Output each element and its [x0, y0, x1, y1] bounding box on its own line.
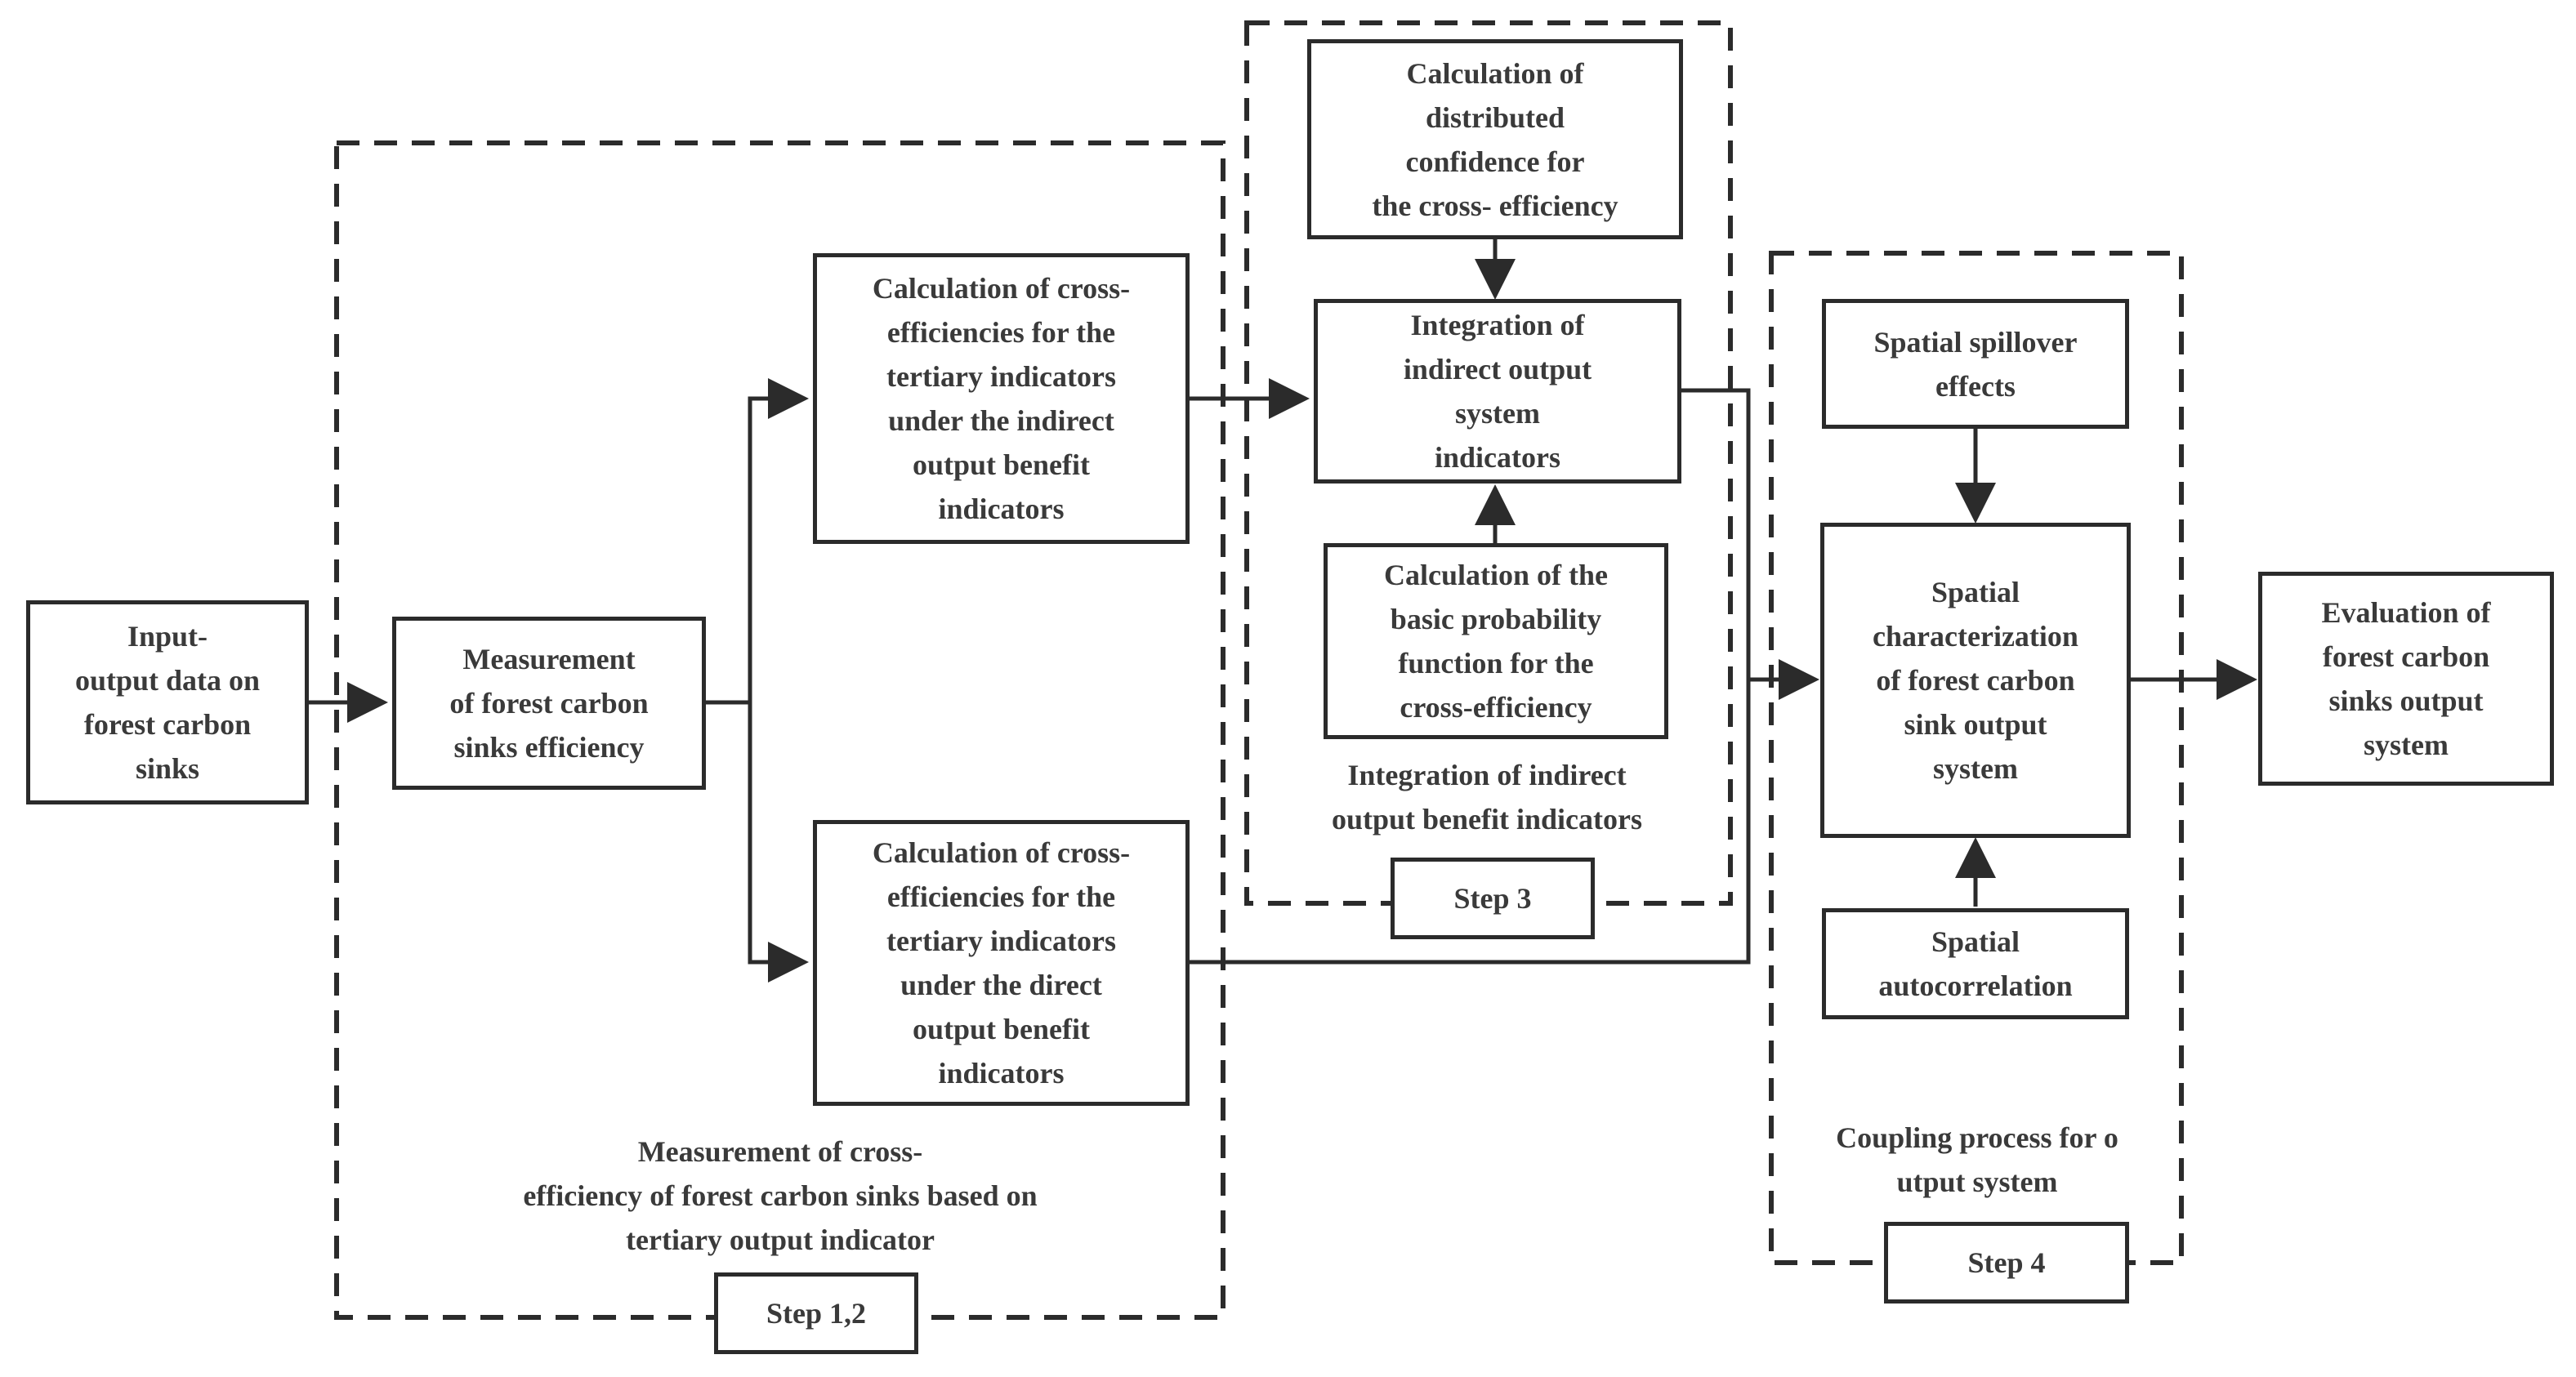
- spillover-label: Spatial spillover effects: [1873, 325, 2078, 403]
- step-4-label: Step 4: [1967, 1246, 2046, 1279]
- integration-box: Integration of indirect output system in…: [1314, 299, 1681, 484]
- cross-indirect-label: Calculation of cross- efficiencies for t…: [872, 272, 1131, 525]
- input-data-box: Input- output data on forest carbon sink…: [26, 600, 309, 804]
- spillover-box: Spatial spillover effects: [1822, 299, 2129, 429]
- step-3-caption: Integration of indirect output benefit i…: [1331, 759, 1643, 836]
- step-3-label-box: Step 3: [1391, 858, 1595, 939]
- cross-direct-label: Calculation of cross- efficiencies for t…: [872, 836, 1131, 1090]
- arrow-integration-to-spatial: [1681, 388, 1819, 700]
- autocorrelation-label: Spatial autocorrelation: [1878, 925, 2073, 1002]
- evaluation-label: Evaluation of forest carbon sinks output…: [2321, 596, 2491, 761]
- cross-direct-box: Calculation of cross- efficiencies for t…: [813, 820, 1190, 1106]
- cross-indirect-box: Calculation of cross- efficiencies for t…: [813, 253, 1190, 544]
- group-frame-step-3: [1244, 20, 1733, 906]
- step-3-label: Step 3: [1453, 882, 1532, 915]
- autocorrelation-box: Spatial autocorrelation: [1822, 908, 2129, 1019]
- step-1-2-label-box: Step 1,2: [714, 1272, 918, 1354]
- input-data-label: Input- output data on forest carbon sink…: [74, 620, 261, 785]
- measurement-box: Measurement of forest carbon sinks effic…: [392, 617, 706, 790]
- step-4-label-box: Step 4: [1884, 1222, 2129, 1303]
- arrow-measurement-to-cross-indirect: [706, 378, 809, 705]
- arrow-cross-direct-to-spatial: [1190, 680, 1751, 965]
- measurement-label: Measurement of forest carbon sinks effic…: [449, 643, 649, 764]
- spatial-characterization-label: Spatial characterization of forest carbo…: [1873, 576, 2078, 785]
- evaluation-box: Evaluation of forest carbon sinks output…: [2258, 572, 2554, 786]
- spatial-characterization-box: Spatial characterization of forest carbo…: [1820, 523, 2131, 838]
- distributed-confidence-label: Calculation of distributed confidence fo…: [1372, 56, 1618, 222]
- basic-probability-label: Calculation of the basic probability fun…: [1384, 559, 1608, 724]
- arrow-measurement-to-cross-direct: [748, 702, 809, 983]
- basic-probability-box: Calculation of the basic probability fun…: [1324, 543, 1668, 739]
- step-1-2-caption: Measurement of cross- efficiency of fore…: [523, 1135, 1038, 1256]
- group-frame-step-1-2: [334, 140, 1225, 1320]
- step-4-caption: Coupling process for o utput system: [1836, 1121, 2118, 1198]
- integration-label: Integration of indirect output system in…: [1403, 309, 1592, 474]
- step-1-2-label: Step 1,2: [766, 1297, 866, 1330]
- distributed-confidence-box: Calculation of distributed confidence fo…: [1307, 39, 1683, 239]
